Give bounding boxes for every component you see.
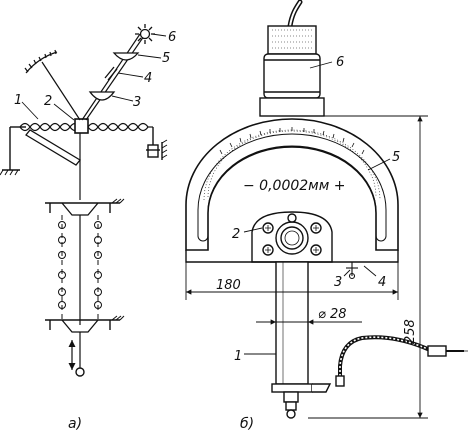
- leaders-b: [243, 61, 391, 355]
- arc-frame: [185, 118, 399, 251]
- mirror-block: [74, 118, 89, 134]
- caption-a: а): [68, 416, 82, 432]
- schematic-a: [0, 24, 168, 377]
- left-support: [0, 126, 26, 176]
- dim-height-label: 258: [403, 319, 418, 344]
- lower-guide: [45, 315, 125, 333]
- adjust-screw: [346, 262, 358, 280]
- label-b-1: 1: [234, 349, 242, 364]
- lever-blade: [25, 129, 81, 166]
- label-a-1: 1: [14, 93, 22, 108]
- dim-width-label: 180: [216, 278, 241, 293]
- labels-b: 6 5 − 0,0002мм + 2 3 4 180 ⌀ 28 1 258 б): [216, 55, 418, 432]
- label-a-6: 6: [168, 30, 176, 45]
- twisted-strip: [19, 122, 153, 132]
- caption-b: б): [240, 416, 254, 432]
- indicator-scale: [24, 49, 81, 121]
- probe-tip-a: [75, 367, 85, 377]
- probe-tip-b: [286, 409, 296, 419]
- label-a-4: 4: [144, 71, 152, 86]
- label-b-3: 3: [334, 275, 342, 290]
- label-a-5: 5: [162, 51, 170, 66]
- base-plate: [185, 211, 399, 263]
- dim-diameter-label: ⌀ 28: [318, 307, 347, 322]
- labels-a: 1 2 3 4 5 6 а): [14, 30, 176, 432]
- instrument-b: [185, 0, 468, 419]
- label-a-3: 3: [133, 95, 141, 110]
- side-cable: [335, 335, 468, 387]
- optical-tube: [259, 25, 325, 117]
- scale-readout: − 0,0002мм +: [243, 178, 345, 194]
- upper-guide: [45, 198, 125, 216]
- spring-chains: [58, 215, 102, 325]
- label-b-4: 4: [378, 275, 386, 290]
- right-support: [146, 127, 168, 160]
- label-b-5: 5: [392, 150, 400, 165]
- measuring-body: [271, 261, 332, 419]
- label-b-6: 6: [336, 55, 344, 70]
- arc-scale-ticks: [219, 127, 365, 155]
- label-b-2: 2: [232, 227, 240, 242]
- dimension-lines: [185, 115, 428, 419]
- optics: [88, 24, 155, 101]
- label-a-2: 2: [44, 94, 52, 109]
